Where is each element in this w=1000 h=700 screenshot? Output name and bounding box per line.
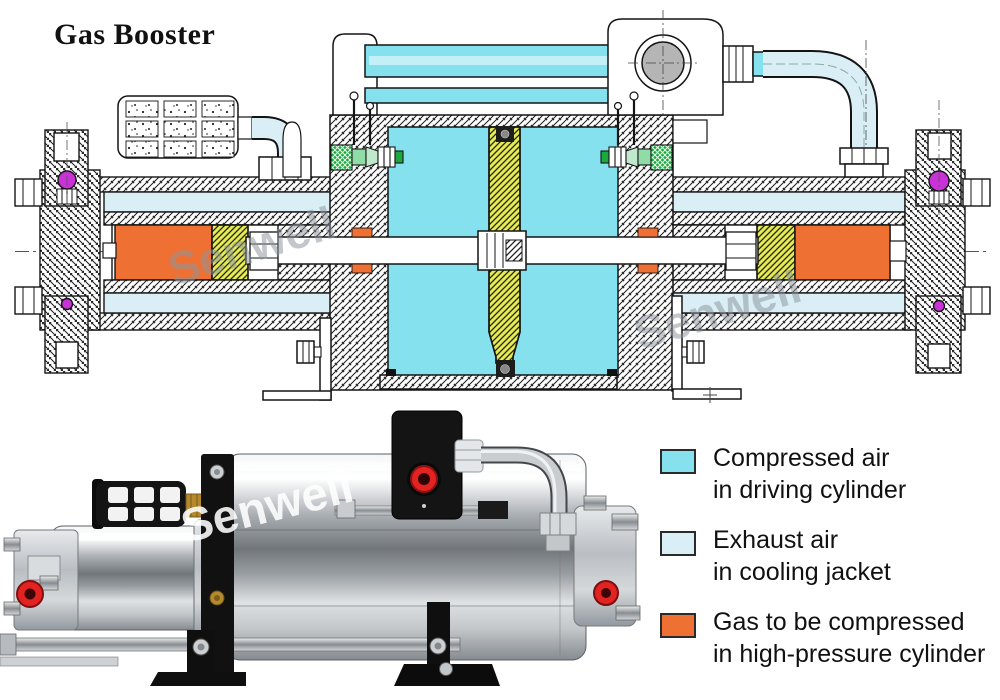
top-assembly xyxy=(117,10,889,181)
mounting-foot-left xyxy=(262,317,332,401)
photo-right-end-block xyxy=(573,495,641,627)
legend-label-line1: Gas to be compressed xyxy=(713,608,965,636)
legend-swatch-compressed-air xyxy=(660,449,696,474)
check-ball-left-bottom xyxy=(60,297,74,311)
left-end-cap xyxy=(14,122,101,374)
photo-control-block xyxy=(391,410,484,520)
rod-gland-right xyxy=(725,231,757,271)
valve-outlet-fitting xyxy=(722,45,754,83)
legend-item-compressed-air: Compressed air in driving cylinder xyxy=(660,442,995,506)
hp-cylinder-right xyxy=(663,176,911,331)
product-photo: Senwell xyxy=(0,410,641,686)
pilot-valve-right xyxy=(600,144,673,171)
rod-seal-ring xyxy=(351,227,659,274)
cross-section-diagram: Senwell Senwell xyxy=(14,10,991,403)
legend-item-exhaust-air: Exhaust air in cooling jacket xyxy=(660,524,995,588)
photo-left-end-block xyxy=(3,529,79,631)
hp-cylinder-left xyxy=(87,176,333,331)
legend-swatch-exhaust-air xyxy=(660,531,696,556)
gas-chamber-right xyxy=(794,224,891,281)
legend-label-line1: Exhaust air xyxy=(713,526,839,554)
cooling-jacket-right-top xyxy=(671,191,906,213)
exhaust-elbow-pipe xyxy=(763,40,889,178)
rod-gland-left xyxy=(249,231,279,271)
legend-item-gas-compressed: Gas to be compressed in high-pressure cy… xyxy=(660,606,995,670)
legend-label-line2: in driving cylinder xyxy=(713,476,907,504)
hex-bolt xyxy=(962,178,991,315)
mounting-foot-right xyxy=(671,295,742,403)
hex-bolt xyxy=(14,178,43,315)
check-ball-right-bottom xyxy=(932,299,946,313)
legend: Compressed air in driving cylinder Exhau… xyxy=(660,442,995,688)
photo-center-plate xyxy=(201,454,234,680)
stud-bolts xyxy=(349,91,639,145)
muffler xyxy=(117,95,312,181)
page-title: Gas Booster xyxy=(54,18,216,51)
photo-muffler xyxy=(92,479,205,529)
photo-foot-right xyxy=(394,602,500,686)
legend-swatch-gas-compressed xyxy=(660,613,696,638)
pilot-dome xyxy=(282,121,302,178)
photo-foot-left xyxy=(150,630,246,686)
legend-label-line2: in high-pressure cylinder xyxy=(713,640,986,668)
air-pipe-lower xyxy=(364,87,628,104)
right-end-cap xyxy=(889,100,991,374)
piston-rod xyxy=(245,227,759,274)
cooling-jacket-left-bottom xyxy=(103,292,333,314)
legend-label-line2: in cooling jacket xyxy=(713,558,891,586)
pilot-valve-left xyxy=(330,144,404,171)
photo-tube xyxy=(481,446,577,552)
legend-label-line1: Compressed air xyxy=(713,444,890,472)
